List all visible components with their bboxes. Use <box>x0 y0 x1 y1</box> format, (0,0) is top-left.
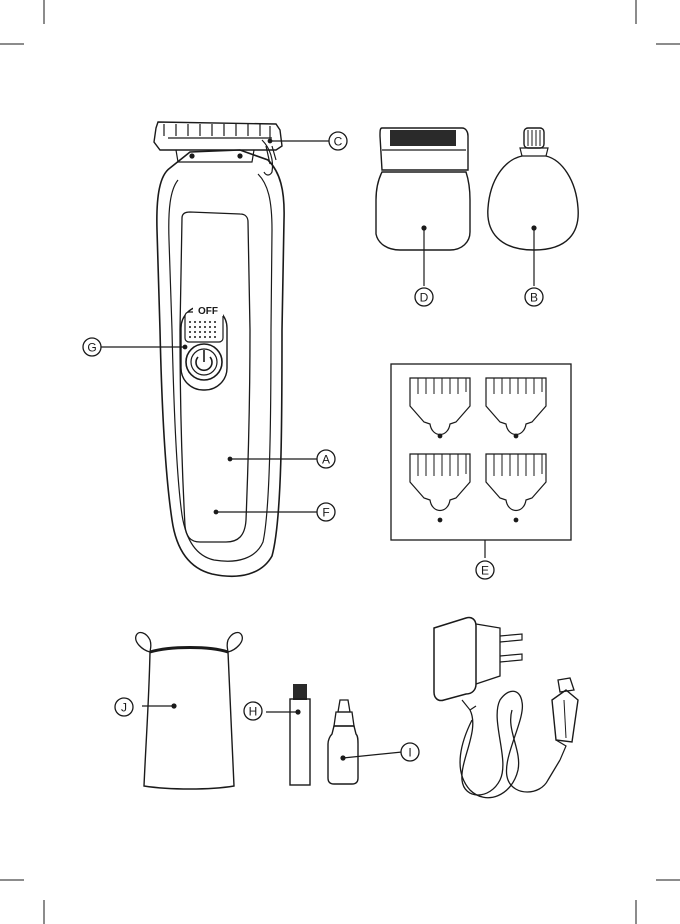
callout-f-label: F <box>322 506 329 520</box>
callout-d-label: D <box>420 291 429 305</box>
switch-off-label: OFF <box>198 306 218 317</box>
callout-b-label: B <box>530 291 538 305</box>
trimmer-body <box>154 122 284 576</box>
callout-i-label: I <box>408 746 411 760</box>
cleaning-brush-h <box>266 684 310 785</box>
charger-adapter <box>434 617 578 797</box>
callout-j-label: J <box>121 701 127 715</box>
power-switch-g <box>181 306 227 390</box>
callout-h-label: H <box>249 705 258 719</box>
callout-a-label: A <box>322 453 330 467</box>
callout-e-label: E <box>481 564 489 578</box>
callout-c-label: C <box>334 135 343 149</box>
callout-g-label: G <box>87 341 96 355</box>
oil-bottle-i <box>328 700 402 784</box>
nose-trimmer-attachment-b <box>488 128 578 286</box>
comb-attachment-c <box>154 122 282 175</box>
foil-shaver-attachment-d <box>376 128 470 286</box>
comb-set-e <box>391 364 571 558</box>
storage-pouch-j <box>136 633 243 789</box>
